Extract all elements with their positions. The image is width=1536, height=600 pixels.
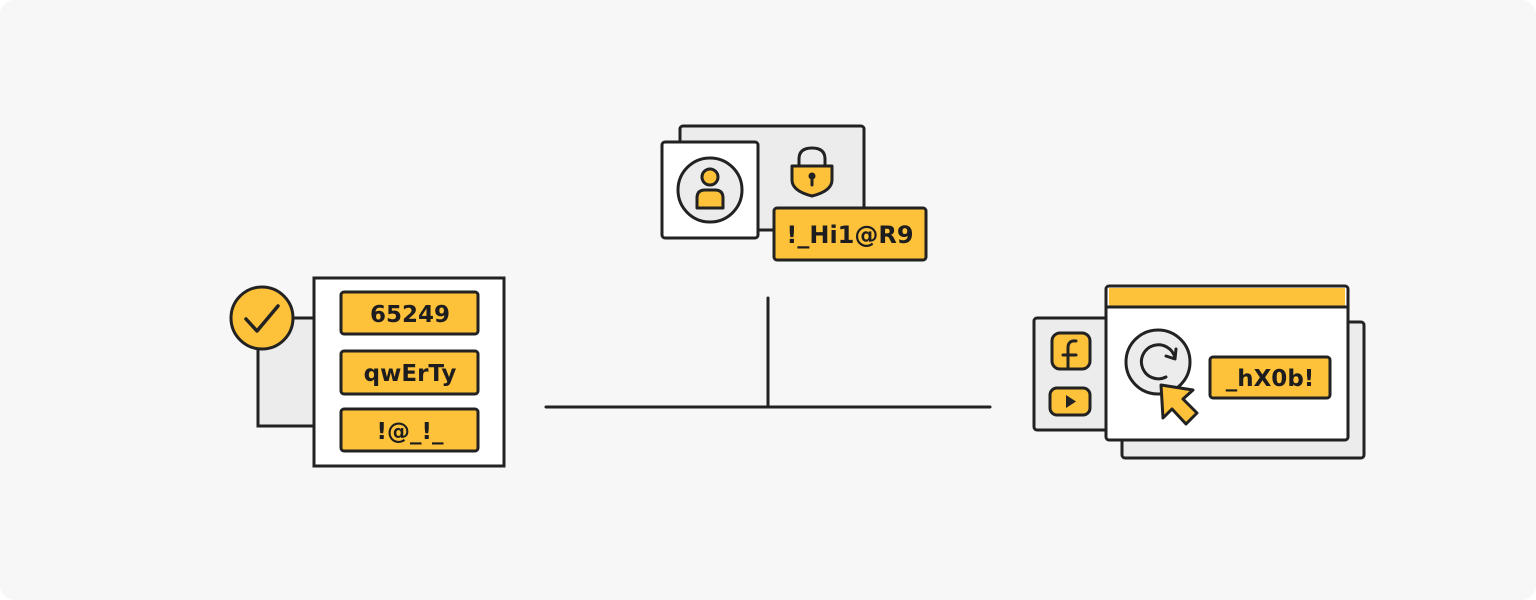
password-pill-3: !@_!_: [339, 407, 480, 453]
top-group: !_Hi1@R9: [660, 124, 928, 262]
padlock-icon: [790, 146, 834, 198]
password-pill-2: qwErTy: [339, 349, 480, 396]
refresh-icon: [1124, 328, 1192, 396]
password-text-2: qwErTy: [364, 361, 457, 387]
password-text-right: _hX0b!: [1226, 366, 1315, 392]
facebook-icon: [1050, 331, 1092, 371]
user-avatar-icon: [676, 156, 744, 224]
password-pill-right: _hX0b!: [1208, 355, 1332, 400]
youtube-icon: [1048, 386, 1092, 417]
password-pill-1: 65249: [339, 290, 480, 336]
left-group: 65249 qwErTy !@_!_: [229, 276, 506, 468]
right-group: _hX0b!: [1032, 284, 1366, 460]
password-text-top: !_Hi1@R9: [786, 221, 913, 249]
password-text-1: 65249: [370, 302, 450, 328]
cursor-arrow-icon: [1159, 383, 1199, 426]
checkmark-circle-icon: [229, 285, 295, 351]
connector-lines: [544, 296, 992, 409]
password-pill-top: !_Hi1@R9: [772, 206, 928, 262]
browser-title-bar: [1109, 288, 1345, 306]
password-text-3: !@_!_: [377, 419, 444, 445]
